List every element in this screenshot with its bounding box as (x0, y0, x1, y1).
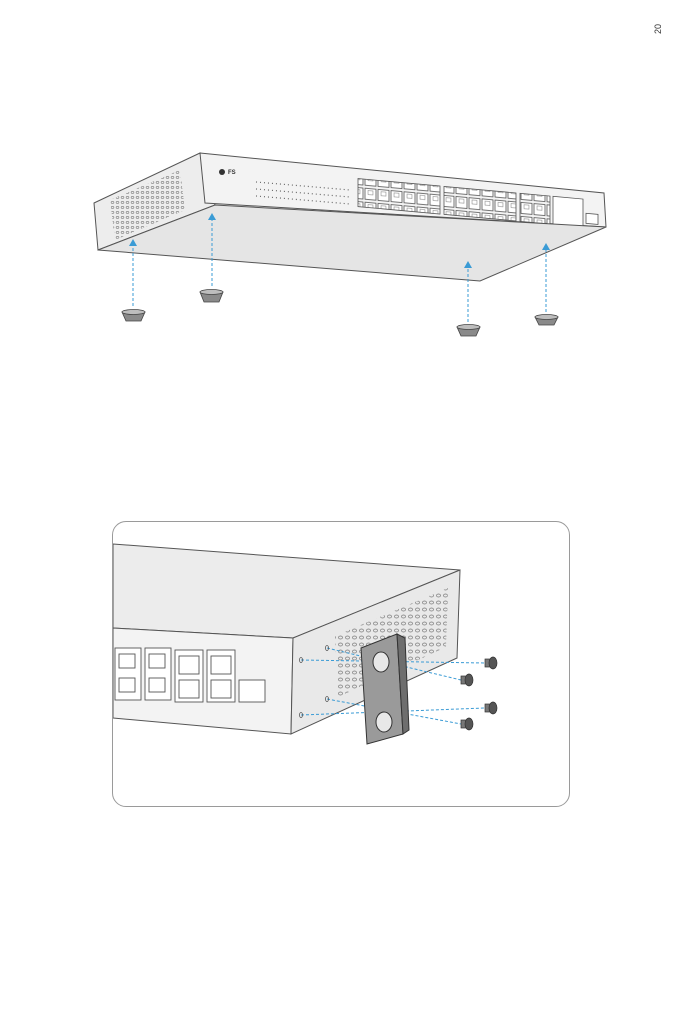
screw (485, 702, 497, 714)
rack-mount-figure-frame (112, 521, 570, 807)
rack-mount-figure (113, 522, 569, 806)
rack-ear-bracket (361, 634, 409, 744)
brand-logo-icon (219, 169, 225, 175)
bracket-slot (373, 652, 389, 672)
screw (461, 718, 473, 730)
rubber-foot (122, 310, 145, 322)
rubber-foot (535, 315, 558, 326)
screw (485, 657, 497, 669)
bracket-slot (376, 712, 392, 732)
rubber-feet-figure: FS (0, 0, 680, 360)
brand-logo: FS (228, 170, 236, 176)
screw (461, 674, 473, 686)
rubber-foot (457, 325, 480, 337)
rubber-foot (200, 290, 223, 303)
